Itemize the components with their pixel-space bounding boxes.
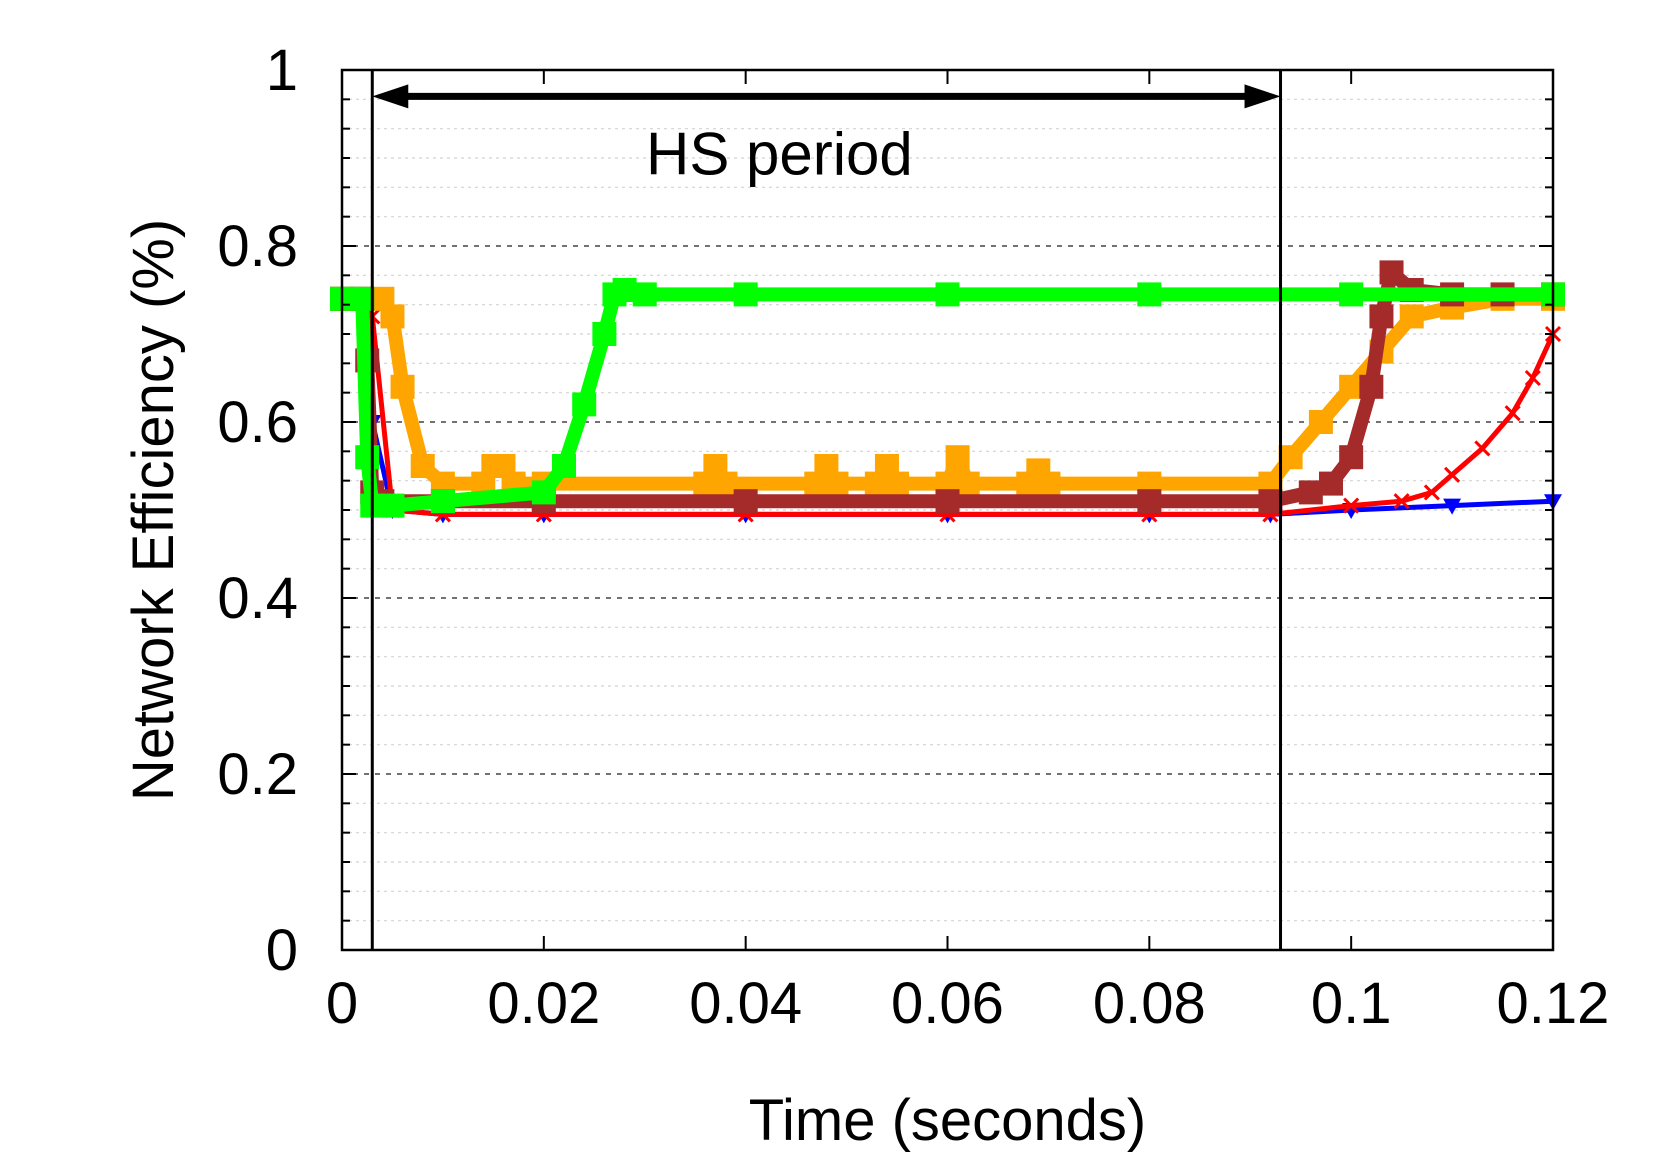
series-4-point (531, 480, 556, 505)
x-tick-label: 0.12 (1497, 971, 1610, 1036)
y-axis-label: Network Efficiency (%) (121, 219, 186, 801)
series-3-point (733, 489, 758, 514)
series-3-point (1298, 480, 1323, 505)
y-tick-label: 0.4 (217, 566, 298, 631)
series-3-point (1359, 374, 1384, 399)
series-4-point (935, 282, 960, 307)
hs-period-lines (370, 70, 1283, 950)
series-1-point (1474, 440, 1491, 457)
series-4-point (612, 278, 637, 302)
x-tick-labels: 0 0.02 0.04 0.06 0.08 0.1 0.12 (326, 971, 1610, 1036)
series-3-point (1258, 489, 1283, 514)
series-2-point (1308, 410, 1333, 434)
series-1-point (1524, 369, 1541, 387)
series-1-point (1444, 466, 1461, 483)
series-4-point (552, 454, 577, 478)
x-tick-label: 0.04 (689, 971, 802, 1036)
series-3-point (935, 489, 960, 514)
y-tick-label: 0.2 (217, 742, 298, 807)
series-4-point (632, 282, 657, 307)
series-2-point (1278, 445, 1303, 470)
series-2-point (390, 374, 415, 399)
series-3-point (1339, 445, 1364, 470)
x-tick-label: 0.1 (1311, 971, 1392, 1036)
y-tick-labels: 0 0.2 0.4 0.6 0.8 1 (217, 38, 298, 983)
x-tick-label: 0.02 (487, 971, 600, 1036)
x-tick-label: 0 (326, 971, 358, 1036)
axis-ticks (341, 69, 1554, 951)
x-axis-label: Time (seconds) (749, 1088, 1147, 1153)
series-3-point (1369, 304, 1394, 329)
series-2-point (955, 471, 980, 496)
series-2-point (410, 454, 435, 478)
series-4-point (350, 286, 375, 311)
y-tick-label: 0.8 (217, 214, 298, 279)
series-4-point (1339, 282, 1364, 307)
series-3-point (1137, 489, 1162, 514)
hs-period-annotation: HS period (372, 84, 1281, 187)
x-tick-label: 0.08 (1093, 971, 1206, 1036)
series-0-point (1443, 498, 1462, 515)
hs-period-label: HS period (646, 120, 913, 187)
series-4-point (430, 489, 455, 514)
hs-period-arrowhead-left (372, 84, 409, 109)
y-tick-label: 0.6 (217, 390, 298, 455)
y-tick-label: 1 (266, 38, 298, 103)
series-2-point (713, 471, 738, 496)
series-group (330, 260, 1565, 524)
hs-period-arrowhead-right (1244, 84, 1281, 109)
series-4-point (592, 322, 617, 346)
series-4-point (572, 392, 597, 417)
series-2-point (945, 445, 970, 470)
y-tick-label: 0 (266, 918, 298, 983)
series-4-point (355, 445, 380, 470)
series-2-point (380, 304, 405, 329)
series-2-point (1339, 374, 1364, 399)
series-4-point (733, 282, 758, 307)
series-2-point (824, 471, 849, 496)
series-1-point (1423, 484, 1440, 501)
series-1-point (1343, 497, 1360, 514)
series-4-point (380, 493, 405, 518)
series-1-point (1504, 405, 1521, 422)
series-2-point (1036, 471, 1061, 496)
series-4-point (1137, 282, 1162, 307)
x-tick-label: 0.06 (891, 971, 1004, 1036)
series-3-point (1379, 260, 1404, 285)
series-2-point (1399, 304, 1424, 329)
series-1-point (1393, 493, 1410, 510)
series-3-point (1318, 471, 1343, 496)
series-2-point (885, 471, 910, 496)
